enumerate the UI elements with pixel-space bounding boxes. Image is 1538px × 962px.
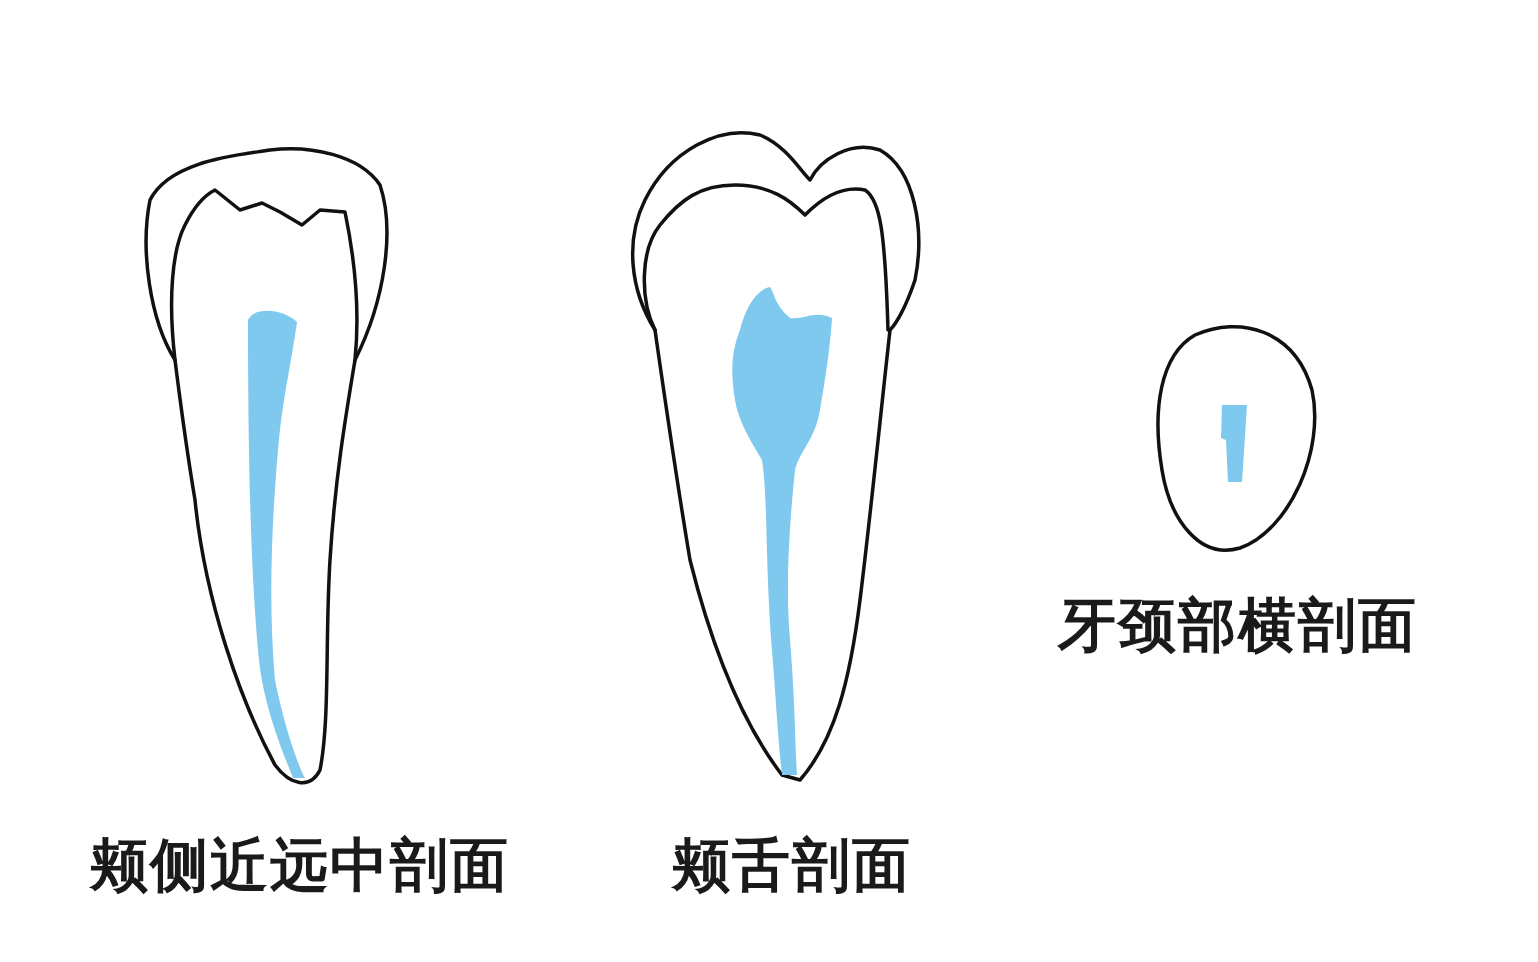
section-label: 颊侧近远中剖面 (90, 834, 510, 898)
cross-section-outline (1158, 327, 1315, 550)
tooth-outline (633, 133, 919, 780)
section-label: 颊舌剖面 (672, 834, 912, 898)
section-label: 牙颈部横剖面 (1058, 594, 1418, 658)
pulp-canal (1221, 405, 1247, 482)
pulp-canal (248, 311, 305, 778)
tooth-outline (146, 149, 387, 783)
pulp-canal (732, 287, 832, 775)
